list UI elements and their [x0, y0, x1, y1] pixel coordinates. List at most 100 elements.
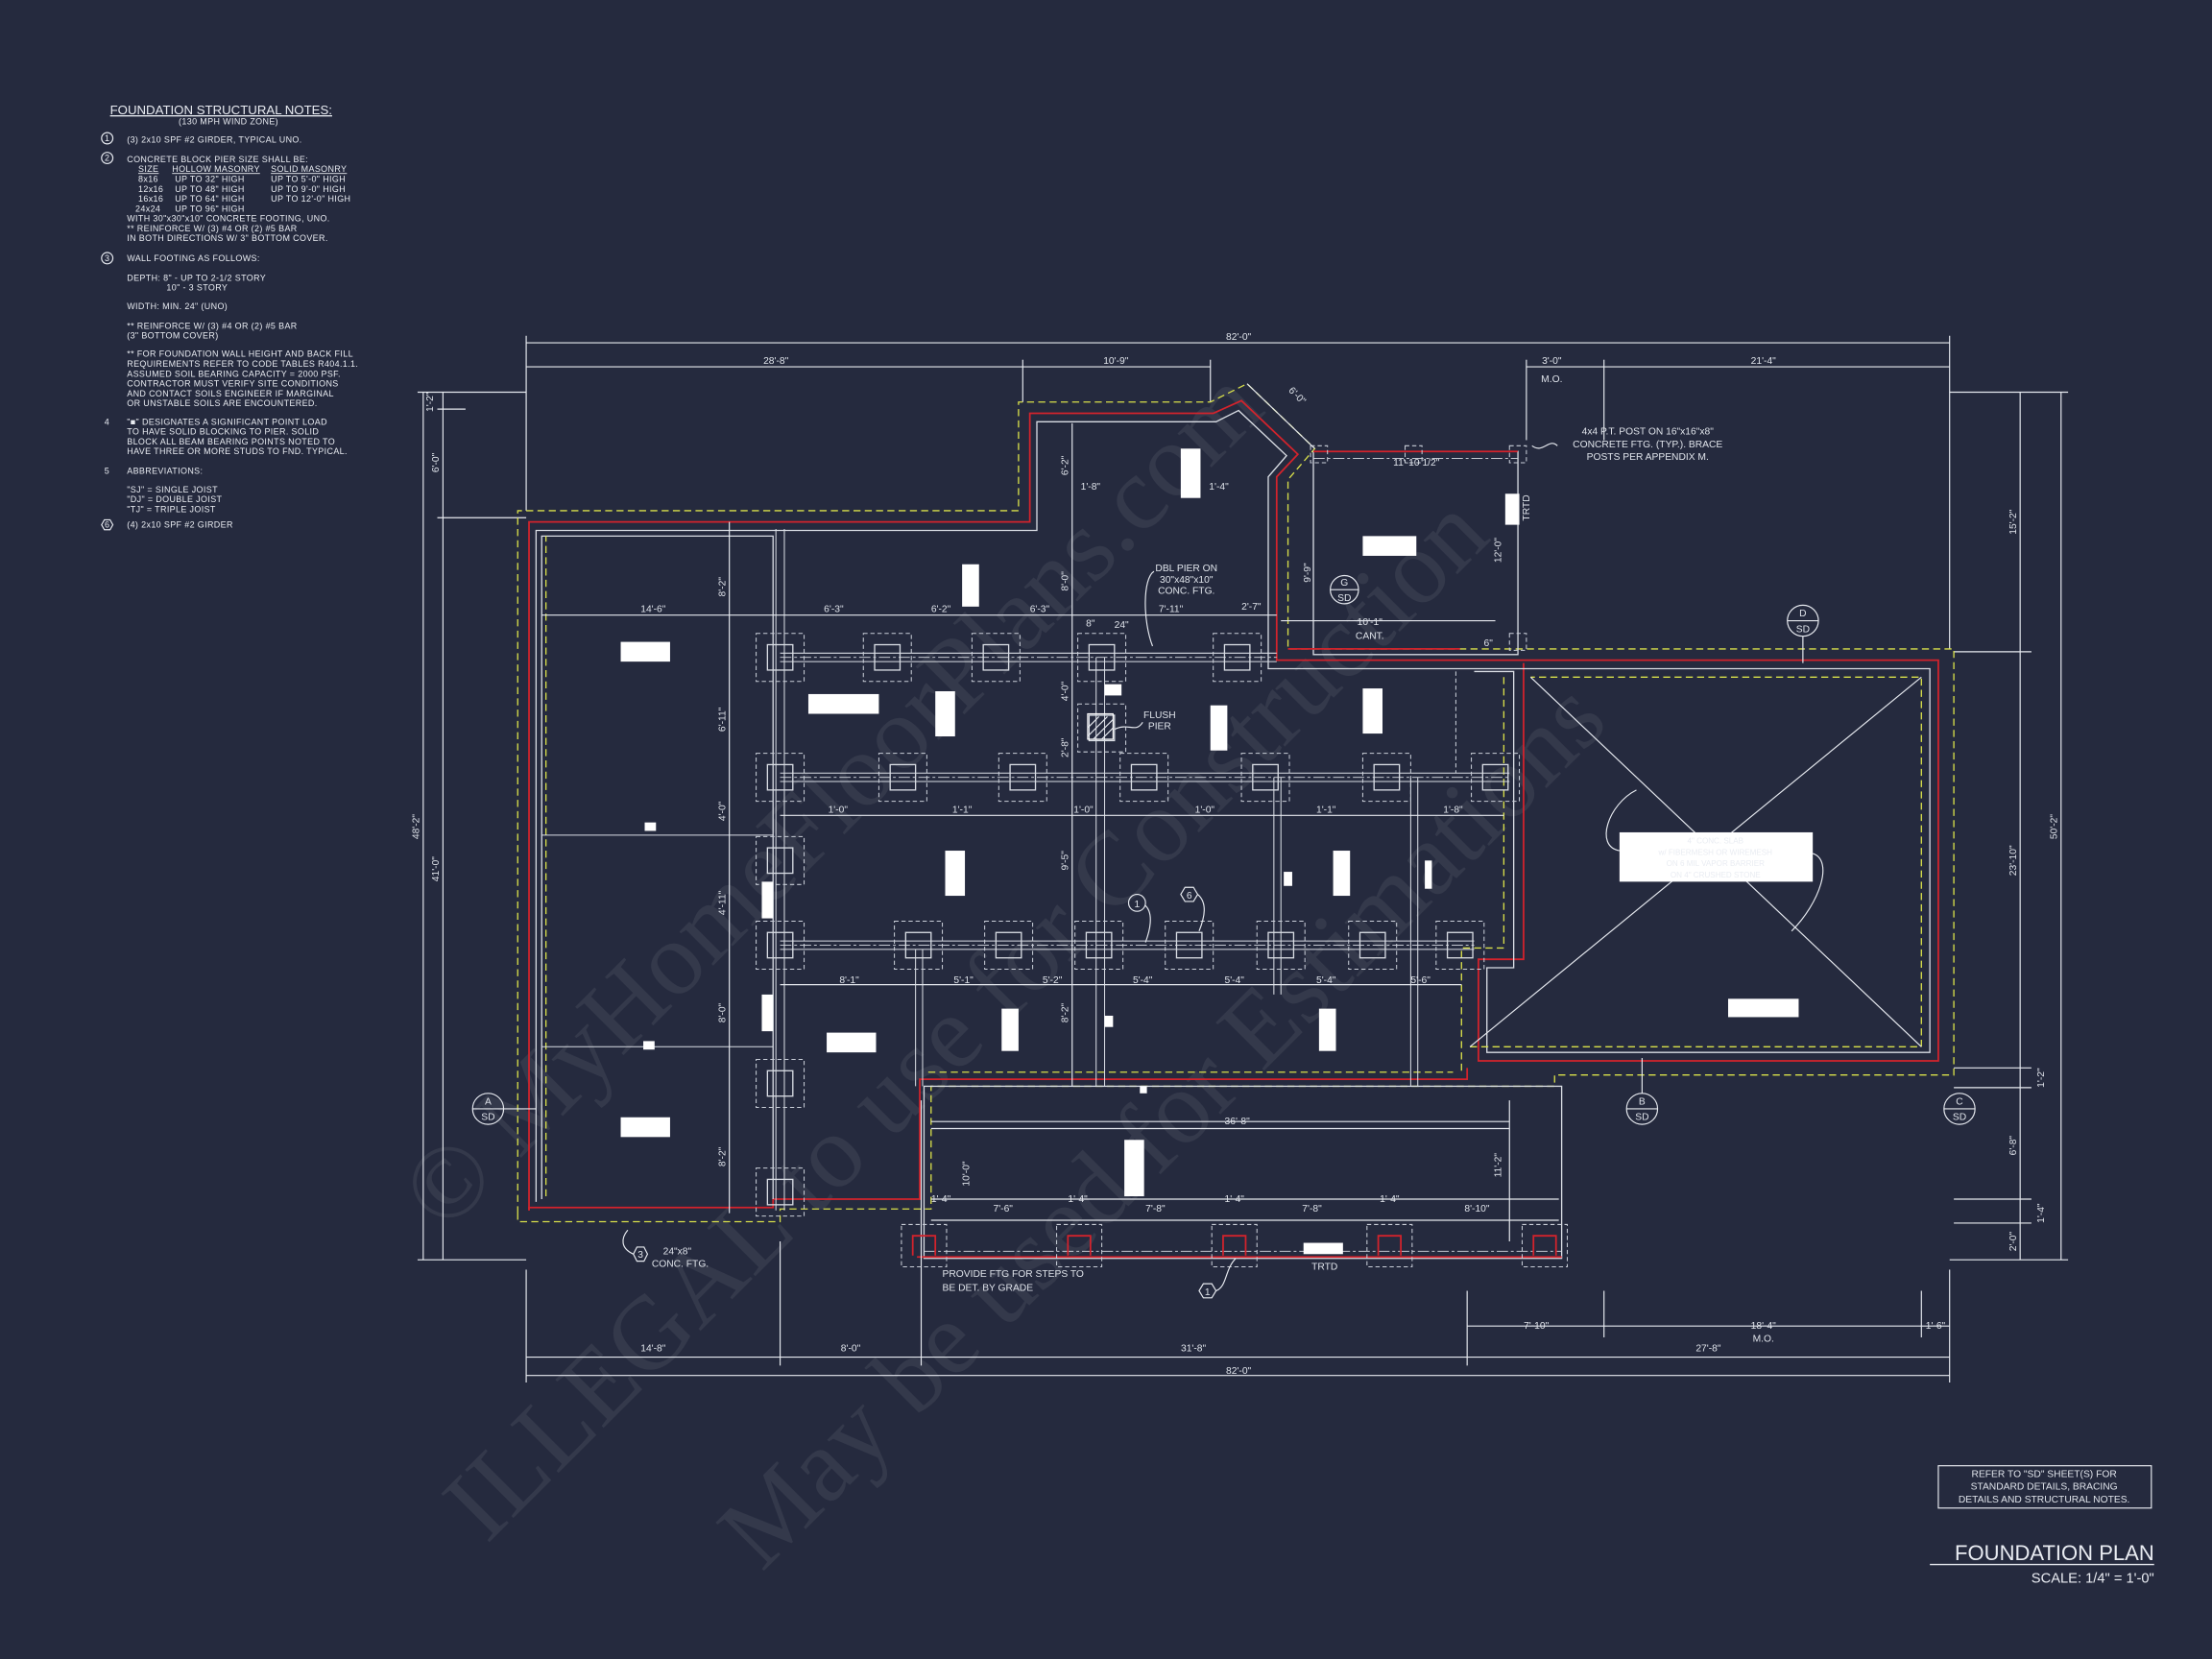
dim-label: 1'-0" [1195, 805, 1215, 815]
drawing-scale: SCALE: 1/4" = 1'-0" [2032, 1572, 2154, 1587]
pier [766, 1070, 794, 1097]
pier-footing [1240, 753, 1290, 803]
joist-label [1104, 1015, 1114, 1027]
pier-footing [1348, 920, 1398, 970]
dim-label: 8'-2" [1060, 1002, 1070, 1022]
dim-label: 5'-4" [1224, 975, 1244, 986]
dim-top: 28'-8" [763, 356, 789, 367]
joist-label [807, 693, 879, 714]
post-callout: 4x4 P.T. POST ON 16"x16"x8" [1582, 427, 1715, 438]
dim-label: 9'-5" [1060, 851, 1070, 871]
pier-footing [1256, 920, 1306, 970]
interior-dimensions [541, 383, 1559, 1214]
note-1: (3) 2x10 SPF #2 GIRDER, TYPICAL UNO. [127, 134, 301, 144]
section-sheet: SD [1953, 1113, 1966, 1123]
girder-marker-porch: 1 [1205, 1287, 1211, 1298]
porch-post-footing [1366, 1223, 1413, 1268]
section-marker-b[interactable]: B SD [1625, 1058, 1659, 1125]
pier [1223, 643, 1251, 671]
dim-left: 41'-0" [431, 856, 442, 882]
joist-label [962, 564, 979, 607]
dim-label: 8'-0" [1060, 571, 1070, 591]
girder-marker-1: 1 [1134, 900, 1140, 910]
pier [1481, 763, 1509, 791]
porch-post [1377, 1235, 1402, 1256]
pier [766, 1178, 794, 1206]
note-3-depth: DEPTH: 8" - UP TO 2-1/2 STORY [127, 273, 266, 282]
pier-table-header: SIZE [138, 164, 158, 174]
cell: UP TO 32" HIGH [175, 175, 245, 184]
note-4: HAVE THREE OR MORE STUDS TO FND. TYPICAL… [127, 446, 348, 456]
dim-top: 10'-9" [1103, 356, 1129, 367]
note-2-cover: IN BOTH DIRECTIONS W/ 3" BOTTOM COVER. [127, 233, 327, 243]
dim-bottom: 27'-8" [1695, 1344, 1721, 1355]
flush-pier-callout: FLUSH [1143, 710, 1176, 721]
pier [1252, 763, 1279, 791]
dim-right: 15'-2" [2008, 509, 2019, 535]
section-marker-c[interactable]: C SD [1943, 1093, 1976, 1125]
dim-top-total: 82'-0" [1226, 332, 1252, 343]
section-marker-g[interactable]: G SD [1330, 574, 1359, 605]
joist-label [945, 851, 966, 897]
flush-pier-symbol [1087, 712, 1114, 740]
dim-label: 7'-6" [994, 1204, 1014, 1214]
note-3: WALL FOOTING AS FOLLOWS: [127, 253, 260, 263]
pier-table-header: SOLID MASONRY [271, 164, 347, 174]
dim-label: 4'-0" [1060, 681, 1070, 701]
post-callout: CONCRETE FTG. (TYP.). BRACE [1573, 440, 1722, 450]
slab-note: ON 6 MIL VAPOR BARRIER [1667, 859, 1766, 868]
section-marker-d[interactable]: D SD [1787, 604, 1819, 663]
dim-label: 6'-11" [717, 707, 728, 732]
porch-post-footing [1521, 1223, 1569, 1268]
structural-notes: FOUNDATION STRUCTURAL NOTES: (130 MPH WI… [101, 103, 358, 531]
pier-footing [756, 835, 805, 885]
pier [1085, 931, 1113, 959]
drawing-title: FOUNDATION PLAN [1955, 1541, 2154, 1565]
pier-table-row: 12x16 UP TO 48" HIGH UP TO 9'-0" HIGH [138, 184, 346, 194]
note-marker-3: 3 [105, 253, 109, 263]
pier [1175, 931, 1203, 959]
dim-label: 7'-11" [1159, 605, 1184, 615]
dim-label: 6'-2" [931, 605, 951, 615]
dim-label: 5'-2" [1043, 975, 1063, 986]
dim-right-total: 50'-2" [2049, 814, 2059, 840]
pier [904, 931, 932, 959]
joist-label [761, 881, 774, 919]
dim-label: 1'-1" [1316, 805, 1336, 815]
steps-note: BE DET. BY GRADE [943, 1283, 1034, 1293]
note-5-abbr: "TJ" = TRIPLE JOIST [127, 504, 216, 514]
note-3-para: AND CONTACT SOILS ENGINEER IF MARGINAL [127, 389, 334, 398]
joist-label [827, 1032, 877, 1053]
note-3-cover: (3" BOTTOM COVER) [127, 331, 218, 341]
dim-bottom-upper: 7'-10" [1524, 1321, 1550, 1332]
pier-footing [971, 633, 1021, 683]
pier-footing [998, 753, 1047, 803]
dim-label: 8" [1086, 618, 1095, 629]
pier [766, 643, 794, 671]
note-marker-5: 5 [105, 467, 109, 476]
note-5-abbr: "DJ" = DOUBLE JOIST [127, 494, 222, 504]
joist-label [644, 822, 657, 831]
dim-bottom-upper: 1'-6" [1926, 1321, 1946, 1332]
section-marker-a[interactable]: A SD [471, 1093, 537, 1125]
pier-footing [862, 633, 912, 683]
dim-label: 9'-9" [1303, 563, 1313, 583]
refer-note-line: REFER TO "SD" SHEET(S) FOR [1972, 1469, 2117, 1479]
joist-label [1104, 684, 1122, 696]
foundation-walls [517, 382, 1955, 1223]
porch-post-footing [901, 1223, 948, 1268]
wall-footing-marker: 3 [637, 1250, 643, 1261]
section-markers: A SD B SD C SD D SD G SD [471, 574, 1976, 1125]
section-id: G [1340, 578, 1348, 589]
section-sheet: SD [1796, 624, 1810, 635]
dim-label: 2'-8" [1060, 737, 1070, 757]
post-callout: POSTS PER APPENDIX M. [1587, 452, 1709, 463]
dim-label: 1'-0" [1073, 805, 1094, 815]
piers [620, 445, 1569, 1268]
pier-footing [1361, 753, 1411, 803]
dim-label: 12'-0" [1493, 538, 1503, 564]
refer-note: REFER TO "SD" SHEET(S) FOR STANDARD DETA… [1937, 1465, 2152, 1509]
porch-post [1067, 1235, 1092, 1256]
dbl-pier-callout: DBL PIER ON [1155, 564, 1217, 574]
